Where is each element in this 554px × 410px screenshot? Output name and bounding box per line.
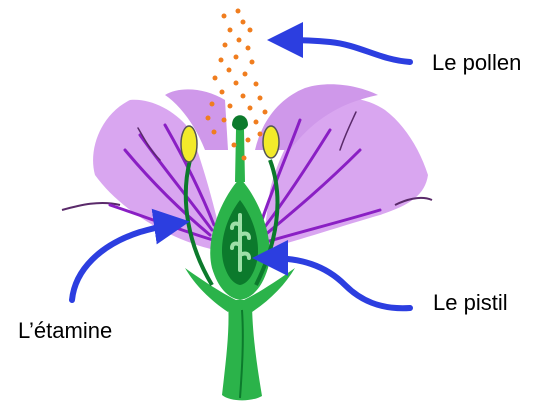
arrow-pistil: [270, 258, 410, 308]
label-pistil: Le pistil: [433, 292, 508, 314]
label-pollen: Le pollen: [432, 52, 521, 74]
label-stamen: L’étamine: [18, 320, 112, 342]
anther-right: [263, 126, 279, 158]
arrow-pollen: [285, 40, 410, 62]
stigma: [232, 115, 248, 130]
style: [235, 124, 245, 182]
anther-left: [181, 126, 197, 162]
arrow-etamine: [72, 224, 172, 300]
